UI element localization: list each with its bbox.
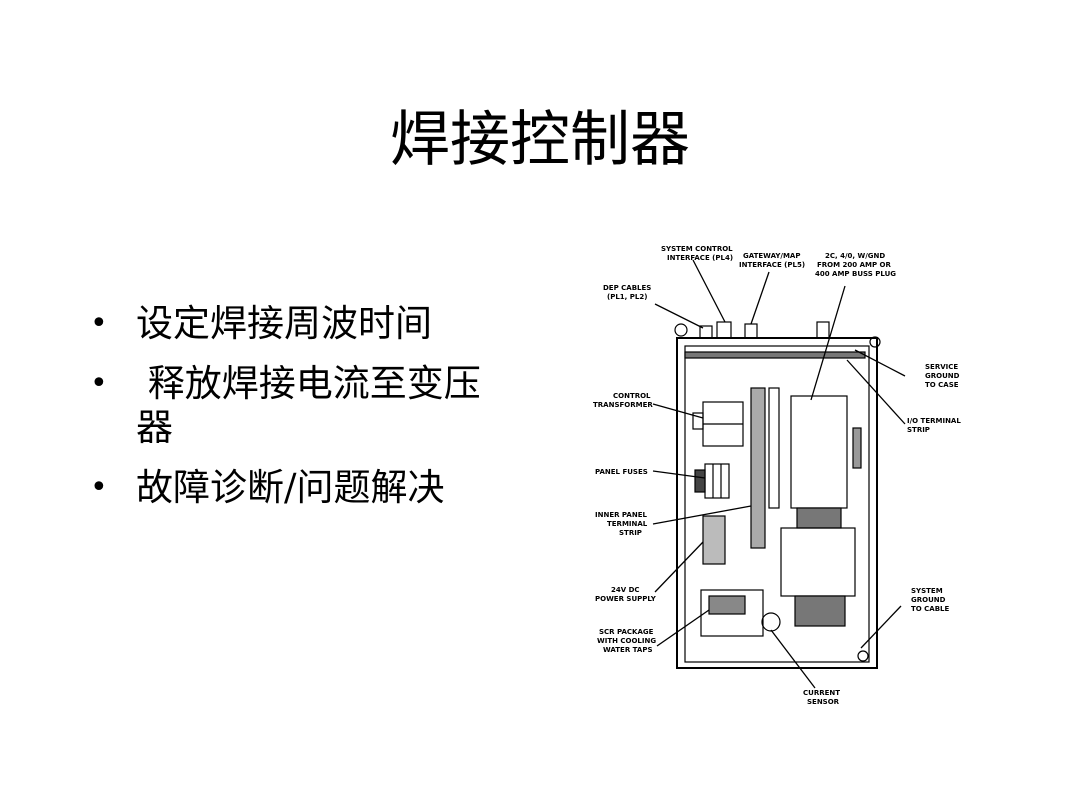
scr-package	[700, 589, 764, 637]
label-dep-cables-pl: (PL1, PL2)	[607, 293, 647, 301]
label-system-ground: GROUND	[911, 596, 946, 604]
connector-pl1	[699, 325, 713, 339]
label-io-terminal: I/O TERMINAL	[907, 417, 961, 425]
label-inner-terminal: TERMINAL	[607, 520, 648, 528]
bullet-text: 设定焊接周波时间	[136, 302, 432, 345]
io-terminal-strip	[852, 427, 862, 469]
bullet-item-cycle-time: • 设定焊接周波时间	[90, 302, 510, 346]
slide-title: 焊接控制器	[390, 105, 690, 175]
label-io-strip: STRIP	[907, 426, 930, 434]
label-scr-cooling: WITH COOLING	[597, 637, 656, 645]
bullet-item-release-current: • 释放焊接电流至变压器	[90, 362, 510, 450]
label-power-cable: 2C, 4/0, W/GND	[825, 252, 885, 260]
mounting-hole-top-left	[674, 323, 688, 337]
label-power-source: FROM 200 AMP OR	[817, 261, 891, 269]
label-system-control: SYSTEM CONTROL	[661, 245, 733, 253]
enclosure-inner	[684, 345, 870, 663]
weld-controller-diagram: SYSTEM CONTROL INTERFACE (PL4) DEP CABLE…	[593, 245, 961, 706]
label-24v-dc: 24V DC	[611, 586, 640, 594]
top-bracket	[816, 321, 830, 339]
bullet-dot: •	[90, 306, 108, 341]
label-transformer: TRANSFORMER	[593, 401, 653, 409]
label-gateway: GATEWAY/MAP	[743, 252, 800, 260]
label-panel-fuses: PANEL FUSES	[595, 468, 648, 476]
top-rail	[684, 351, 866, 359]
connector-pl5	[744, 323, 758, 339]
bullet-text: 释放焊接电流至变压器	[136, 362, 481, 449]
label-service-case: TO CASE	[925, 381, 959, 389]
label-service: SERVICE	[925, 363, 958, 371]
label-system: SYSTEM	[911, 587, 943, 595]
power-supply-module	[702, 515, 726, 565]
mounting-hole-bottom-right	[857, 650, 869, 662]
bullet-list: • 设定焊接周波时间 • 释放焊接电流至变压器 • 故障诊断/问题解决	[90, 302, 510, 526]
bullet-item-diagnostics: • 故障诊断/问题解决	[90, 466, 510, 510]
bullet-dot: •	[90, 470, 108, 505]
label-current-sensor: SENSOR	[807, 698, 840, 706]
label-system-control-pl4: INTERFACE (PL4)	[667, 254, 733, 262]
connector-pl4	[716, 321, 732, 339]
label-dep-cables: DEP CABLES	[603, 284, 651, 292]
enclosure-outer	[676, 337, 878, 669]
label-power-supply: POWER SUPPLY	[595, 595, 657, 603]
label-system-cable: TO CABLE	[911, 605, 950, 613]
label-inner-strip: STRIP	[619, 529, 642, 537]
label-service-ground: GROUND	[925, 372, 960, 380]
label-scr-water: WATER TAPS	[603, 646, 653, 654]
label-power-plug: 400 AMP BUSS PLUG	[815, 270, 896, 278]
label-inner-panel: INNER PANEL	[595, 511, 647, 519]
mounting-hole-top-right	[869, 336, 881, 348]
label-control: CONTROL	[613, 392, 651, 400]
inner-panel-terminal-strip	[750, 387, 766, 549]
scr-heat-sink	[790, 395, 848, 509]
label-scr-package: SCR PACKAGE	[599, 628, 654, 636]
bullet-dot: •	[90, 366, 108, 401]
label-gateway-pl5: INTERFACE (PL5)	[739, 261, 805, 269]
main-transformer	[780, 527, 856, 597]
panel-fuses	[704, 463, 730, 499]
bullet-text: 故障诊断/问题解决	[136, 466, 445, 509]
label-current: CURRENT	[803, 689, 840, 697]
current-sensor-coil	[761, 612, 781, 632]
